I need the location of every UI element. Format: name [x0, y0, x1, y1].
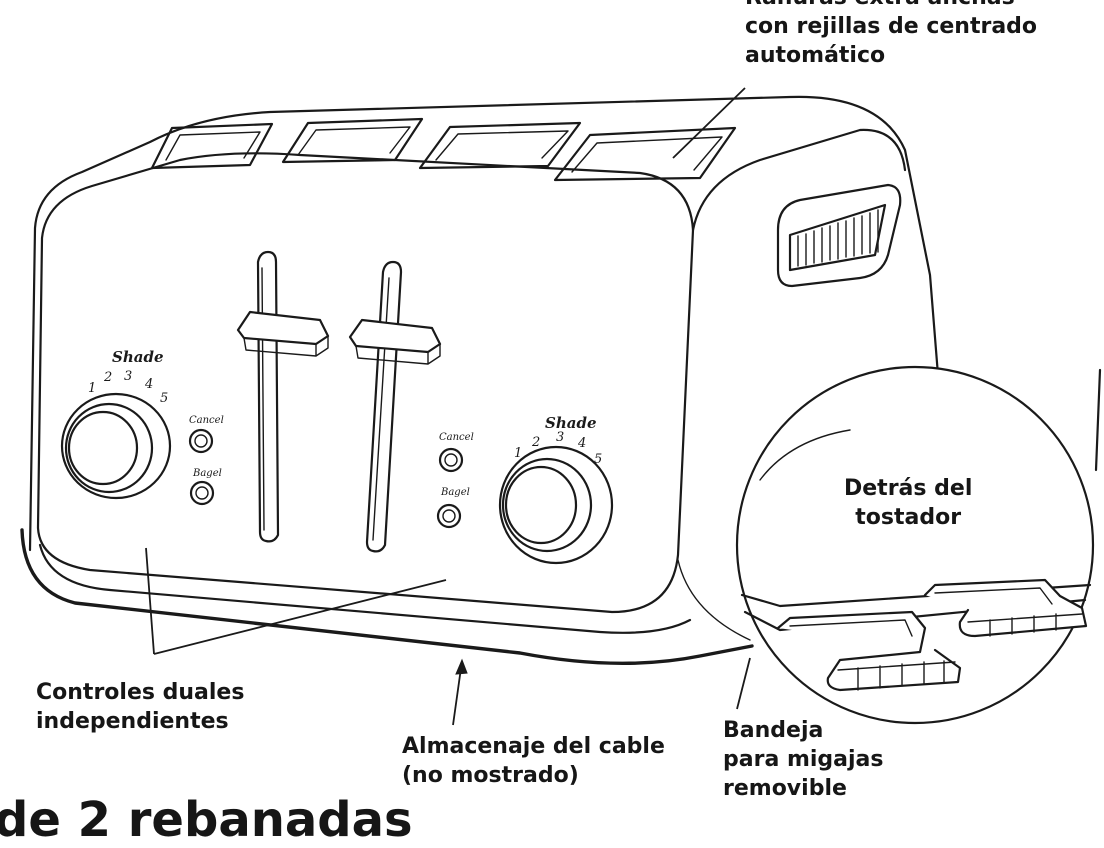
svg-text:5: 5 — [594, 452, 602, 467]
left-buttons: Cancel Bagel — [188, 415, 224, 506]
svg-text:Cancel: Cancel — [189, 415, 224, 426]
right-shade-dial: Shade 1 2 3 4 5 — [498, 414, 614, 565]
svg-text:4: 4 — [144, 377, 153, 392]
cord-callout: Almacenaje del cable (no mostrado) — [402, 734, 665, 788]
side-vent — [776, 183, 902, 288]
svg-text:2: 2 — [103, 370, 112, 385]
bread-slot-3 — [418, 121, 582, 170]
bread-slot-1 — [150, 122, 274, 170]
svg-text:5: 5 — [160, 391, 168, 406]
bread-slots — [150, 117, 737, 182]
svg-text:Shade: Shade — [112, 348, 164, 366]
svg-text:3: 3 — [556, 430, 564, 445]
crumb-tray-callout: Bandeja para migajas removible — [723, 718, 884, 801]
svg-text:1: 1 — [514, 446, 522, 461]
lever-left — [236, 250, 330, 543]
inset-caption: Detrás del tostador — [844, 476, 973, 530]
slots-leader — [672, 87, 746, 159]
crumb-tray-leader — [736, 657, 751, 710]
right-buttons: Cancel Bagel — [436, 432, 474, 529]
toaster-body — [20, 95, 944, 665]
svg-text:2: 2 — [531, 435, 540, 450]
controls-leader-right — [153, 579, 447, 655]
svg-text:3: 3 — [124, 369, 132, 384]
lever-right — [348, 260, 442, 553]
svg-text:1: 1 — [88, 381, 96, 396]
slots-callout: Ranuras extra anchas con rejillas de cen… — [745, 0, 1038, 68]
bread-slot-2 — [281, 117, 424, 164]
left-shade-dial: Shade 1 2 3 4 5 — [60, 348, 172, 500]
controls-callout: Controles duales independientes — [36, 680, 245, 734]
inset-back-view — [735, 365, 1095, 725]
svg-text:Bagel: Bagel — [192, 468, 222, 479]
bread-slot-4 — [553, 126, 737, 182]
crumb-tray-right — [923, 578, 1088, 638]
svg-text:Bagel: Bagel — [440, 487, 470, 498]
svg-text:4: 4 — [577, 436, 586, 451]
section-heading: de 2 rebanadas — [0, 792, 413, 848]
cord-arrow — [452, 658, 468, 726]
controls-leader-left — [145, 547, 155, 655]
svg-text:Cancel: Cancel — [439, 432, 474, 443]
svg-text:Shade: Shade — [545, 414, 597, 432]
crumb-tray-left — [776, 610, 962, 692]
